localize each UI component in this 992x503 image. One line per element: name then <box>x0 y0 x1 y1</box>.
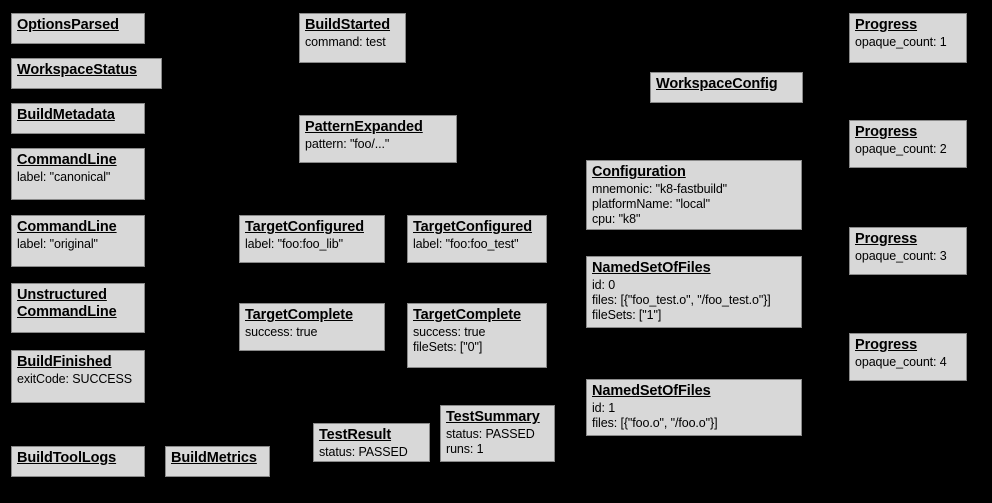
node-field: platformName: "local" <box>592 197 710 211</box>
node-title-line: Configuration <box>592 164 686 180</box>
node-configuration[interactable]: Configuration mnemonic: "k8-fastbuild"pla… <box>586 160 802 230</box>
node-title-line: PatternExpanded <box>305 119 423 135</box>
node-options-parsed[interactable]: OptionsParsed <box>11 13 145 44</box>
node-title-line: Progress <box>855 231 918 247</box>
node-test-result[interactable]: TestResult status: PASSED <box>313 423 430 462</box>
node-title-line: Progress <box>855 124 918 140</box>
node-field: fileSets: ["1"] <box>592 308 662 322</box>
node-field: runs: 1 <box>446 442 484 456</box>
node-field: id: 1 <box>592 401 616 415</box>
node-fields: label: "canonical" <box>17 170 139 185</box>
node-fields: opaque_count: 1 <box>855 35 961 50</box>
node-build-started[interactable]: BuildStarted command: test <box>299 13 406 63</box>
node-title-line: Progress <box>855 17 918 33</box>
node-target-configured-foo-test[interactable]: TargetConfigured label: "foo:foo_test" <box>407 215 547 263</box>
node-fields: label: "foo:foo_lib" <box>245 237 379 252</box>
node-progress-3[interactable]: Progress opaque_count: 3 <box>849 227 967 275</box>
node-title-line: TargetConfigured <box>245 219 364 235</box>
node-field: files: [{"foo_test.o", "/foo_test.o"}] <box>592 293 771 307</box>
node-fields: command: test <box>305 35 400 50</box>
node-fields: status: PASSED <box>319 445 424 460</box>
node-title-line: NamedSetOfFiles <box>592 260 711 276</box>
node-title-line: BuildStarted <box>305 17 391 33</box>
node-field: label: "foo:foo_test" <box>413 237 519 251</box>
node-workspace-status[interactable]: WorkspaceStatus <box>11 58 162 89</box>
node-target-configured-foo-lib[interactable]: TargetConfigured label: "foo:foo_lib" <box>239 215 385 263</box>
node-field: status: PASSED <box>446 427 535 441</box>
node-fields: opaque_count: 3 <box>855 249 961 264</box>
node-progress-4[interactable]: Progress opaque_count: 4 <box>849 333 967 381</box>
node-title-line: OptionsParsed <box>17 17 119 33</box>
node-field: label: "original" <box>17 237 98 251</box>
node-build-finished[interactable]: BuildFinished exitCode: SUCCESS <box>11 350 145 403</box>
node-build-metrics[interactable]: BuildMetrics <box>165 446 270 477</box>
node-fields: mnemonic: "k8-fastbuild"platformName: "l… <box>592 182 796 227</box>
node-field: mnemonic: "k8-fastbuild" <box>592 182 728 196</box>
node-progress-1[interactable]: Progress opaque_count: 1 <box>849 13 967 63</box>
node-fields: opaque_count: 2 <box>855 142 961 157</box>
node-title-line: NamedSetOfFiles <box>592 383 711 399</box>
node-fields: success: true <box>245 325 379 340</box>
node-field: label: "canonical" <box>17 170 111 184</box>
node-field: opaque_count: 2 <box>855 142 947 156</box>
node-title-line: WorkspaceConfig <box>656 76 778 92</box>
node-title-line: WorkspaceStatus <box>17 62 137 78</box>
node-field: success: true <box>245 325 318 339</box>
node-field: cpu: "k8" <box>592 212 641 226</box>
node-target-complete-foo-lib[interactable]: TargetComplete success: true <box>239 303 385 351</box>
node-title-line: TestSummary <box>446 409 540 425</box>
node-fields: label: "foo:foo_test" <box>413 237 541 252</box>
node-title-line: BuildMetrics <box>171 450 257 466</box>
node-title-line: CommandLine <box>17 152 117 168</box>
node-title-line: Progress <box>855 337 918 353</box>
node-command-line-canonical[interactable]: CommandLine label: "canonical" <box>11 148 145 200</box>
node-title-line: BuildMetadata <box>17 107 115 123</box>
node-workspace-config[interactable]: WorkspaceConfig <box>650 72 803 103</box>
node-title-line: BuildFinished <box>17 354 112 370</box>
node-field: files: [{"foo.o", "/foo.o"}] <box>592 416 718 430</box>
node-title-line: TargetComplete <box>245 307 353 323</box>
node-command-line-original[interactable]: CommandLine label: "original" <box>11 215 145 267</box>
node-fields: exitCode: SUCCESS <box>17 372 139 387</box>
node-build-tool-logs[interactable]: BuildToolLogs <box>11 446 145 477</box>
node-fields: label: "original" <box>17 237 139 252</box>
node-field: opaque_count: 3 <box>855 249 947 263</box>
node-field: exitCode: SUCCESS <box>17 372 133 386</box>
node-fields: opaque_count: 4 <box>855 355 961 370</box>
node-field: success: true <box>413 325 486 339</box>
node-field: command: test <box>305 35 386 49</box>
node-field: fileSets: ["0"] <box>413 340 483 354</box>
node-title-line: TargetConfigured <box>413 219 532 235</box>
node-title-line: BuildToolLogs <box>17 450 117 466</box>
node-field: opaque_count: 1 <box>855 35 947 49</box>
node-fields: pattern: "foo/..." <box>305 137 451 152</box>
node-title-line: TestResult <box>319 427 392 443</box>
node-build-metadata[interactable]: BuildMetadata <box>11 103 145 134</box>
node-title-line: TargetComplete <box>413 307 521 323</box>
node-title-line: CommandLine <box>17 304 117 320</box>
node-field: id: 0 <box>592 278 616 292</box>
node-field: opaque_count: 4 <box>855 355 947 369</box>
node-title-line: CommandLine <box>17 219 117 235</box>
node-title-line: Unstructured <box>17 287 107 303</box>
node-field: pattern: "foo/..." <box>305 137 390 151</box>
node-progress-2[interactable]: Progress opaque_count: 2 <box>849 120 967 168</box>
node-pattern-expanded[interactable]: PatternExpanded pattern: "foo/..." <box>299 115 457 163</box>
node-field: label: "foo:foo_lib" <box>245 237 343 251</box>
node-field: status: PASSED <box>319 445 408 459</box>
